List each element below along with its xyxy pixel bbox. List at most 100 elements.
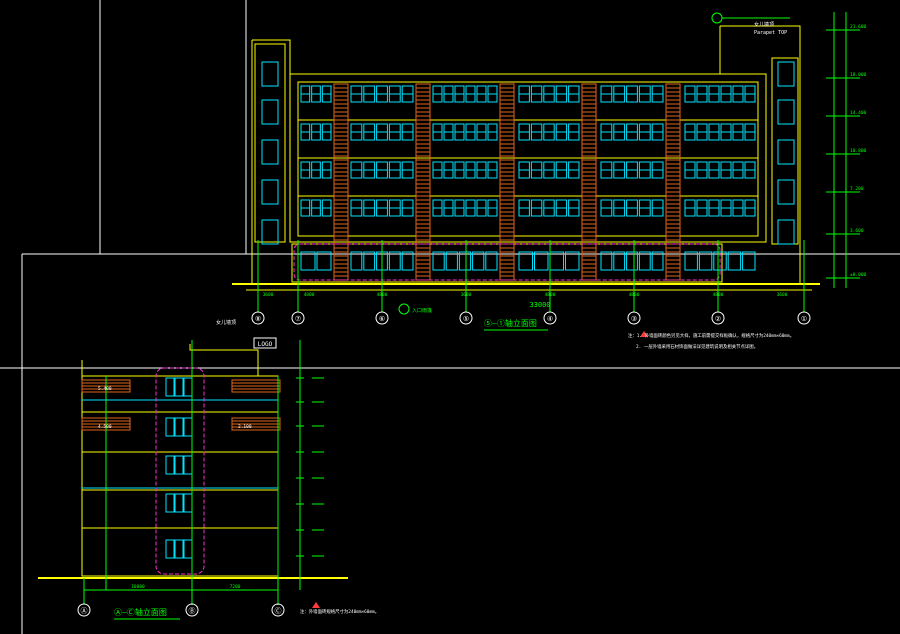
svg-text:Parapet TOP: Parapet TOP (754, 30, 787, 36)
brick-pier (333, 83, 349, 281)
grid-axis-bubble: ④ (547, 315, 553, 323)
level-mark: 18.000 (850, 72, 867, 78)
svg-text:Ⓐ—Ⓒ轴立面图: Ⓐ—Ⓒ轴立面图 (114, 607, 167, 617)
level-mark: 10.800 (850, 148, 867, 154)
side-window (261, 139, 279, 165)
ground-window (388, 251, 401, 271)
side-window (777, 179, 795, 205)
side-window (261, 219, 279, 245)
svg-text:⑤—①轴立面图: ⑤—①轴立面图 (484, 318, 537, 328)
brick-pier (581, 83, 597, 281)
level-mark: ±0.000 (850, 272, 867, 278)
stair-window (165, 377, 175, 397)
side-window (261, 61, 279, 87)
entrance-tag: 入口雨篷 (398, 303, 432, 315)
stair-window (174, 539, 184, 559)
grid-axis-bubble: ③ (631, 315, 637, 323)
ground-window (472, 251, 485, 271)
stair-window (183, 539, 193, 559)
ground-window (432, 251, 445, 271)
svg-text:女儿墙顶: 女儿墙顶 (754, 21, 774, 28)
level-mark: 14.400 (850, 110, 867, 116)
base-outline (293, 243, 721, 281)
stair-window (183, 493, 193, 513)
ground-window (316, 251, 332, 271)
svg-text:入口雨篷: 入口雨篷 (412, 307, 432, 314)
level-label: 2.100 (238, 424, 252, 430)
ground-window (549, 251, 564, 271)
ground-window (485, 251, 498, 271)
stair-window (174, 377, 184, 397)
brick-pier (415, 83, 431, 281)
ground-window (350, 251, 363, 271)
stair-window (165, 417, 175, 437)
bay-dimension: 3600 (461, 292, 472, 298)
ground-window (698, 251, 713, 271)
logo-box: LOGO (253, 337, 277, 349)
svg-text:注：外墙面砖规格尺寸为240mm×60mm。: 注：外墙面砖规格尺寸为240mm×60mm。 (300, 608, 379, 615)
elevation-title-5-1: ⑤—①轴立面图 (484, 318, 548, 331)
roof-tag-2: 女儿墙顶 (216, 319, 236, 326)
stair-outline (155, 367, 205, 575)
side-window (777, 61, 795, 87)
grid-axis-bubble: ① (801, 315, 807, 323)
ground-window (638, 251, 651, 271)
bay-dimension: 4800 (377, 292, 388, 298)
grid-axis-bubble: Ⓐ (81, 607, 88, 615)
stair-window (165, 539, 175, 559)
ground-window (651, 251, 664, 271)
ground-window (600, 251, 613, 271)
bay-dimension: 4800 (629, 292, 640, 298)
svg-text:2. 一层外墙采用石材饰面做法详见建筑说明及相关节点详图。: 2. 一层外墙采用石材饰面做法详见建筑说明及相关节点详图。 (636, 343, 758, 350)
stair-window (174, 455, 184, 475)
general-notes: 注：1. 外墙面砖颜色另见大样，施工前需提交样板确认，规格尺寸为240mm×60… (628, 331, 794, 350)
side-window (261, 179, 279, 205)
stair-window (174, 493, 184, 513)
roof-tag: Parapet TOP 女儿墙顶 (711, 12, 790, 36)
ground-window (518, 251, 533, 271)
grid-axis-bubble: Ⓒ (275, 607, 282, 615)
grid-axis-bubble: ⑦ (295, 315, 301, 323)
ground-window (742, 251, 756, 271)
ground-window (534, 251, 549, 271)
ground-window (401, 251, 414, 271)
ground-window (363, 251, 376, 271)
ground-window (626, 251, 638, 271)
ground-window (613, 251, 626, 271)
elevation-title-A-C: Ⓐ—Ⓒ轴立面图 (114, 607, 180, 620)
stair-window (165, 493, 175, 513)
brick-pier (499, 83, 515, 281)
dimension: 10800 (131, 584, 145, 590)
level-mark: 7.200 (850, 186, 864, 192)
elevation-5-1: 21.600 18.000 14.400 10.800 7.200 3.600 ±0.000… (232, 12, 867, 350)
ground-window (458, 251, 472, 271)
note-2: 注：外墙面砖规格尺寸为240mm×60mm。 (300, 602, 379, 615)
level-mark: 3.600 (850, 228, 864, 234)
level-mark: 21.600 (850, 24, 867, 30)
side-window (261, 99, 279, 125)
svg-text:LOGO: LOGO (258, 341, 273, 348)
grid-axis-bubble: ⑧ (255, 315, 261, 323)
brick-pier (665, 83, 681, 281)
ground-window (684, 251, 698, 271)
level-label: 4.500 (98, 424, 112, 430)
svg-text:注：1. 外墙面砖颜色另见大样，施工前需提交样板确认，规格尺: 注：1. 外墙面砖颜色另见大样，施工前需提交样板确认，规格尺寸为240mm×60… (628, 332, 794, 339)
stair-window (174, 417, 184, 437)
total-dimension: 33000 (529, 301, 550, 309)
grid-axis-bubble: ⑤ (463, 315, 469, 323)
side-window (777, 99, 795, 125)
dimension: 7200 (230, 584, 241, 590)
stair-window (165, 455, 175, 475)
stair-window (183, 455, 193, 475)
ground-window (713, 251, 727, 271)
side-window (777, 139, 795, 165)
grid-axis-bubble: ⑥ (379, 315, 385, 323)
ground-window (300, 251, 316, 271)
ground-window (565, 251, 580, 271)
stair-window (183, 377, 193, 397)
bay-dimension: 4800 (545, 292, 556, 298)
ground-window (727, 251, 742, 271)
side-window (777, 219, 795, 245)
